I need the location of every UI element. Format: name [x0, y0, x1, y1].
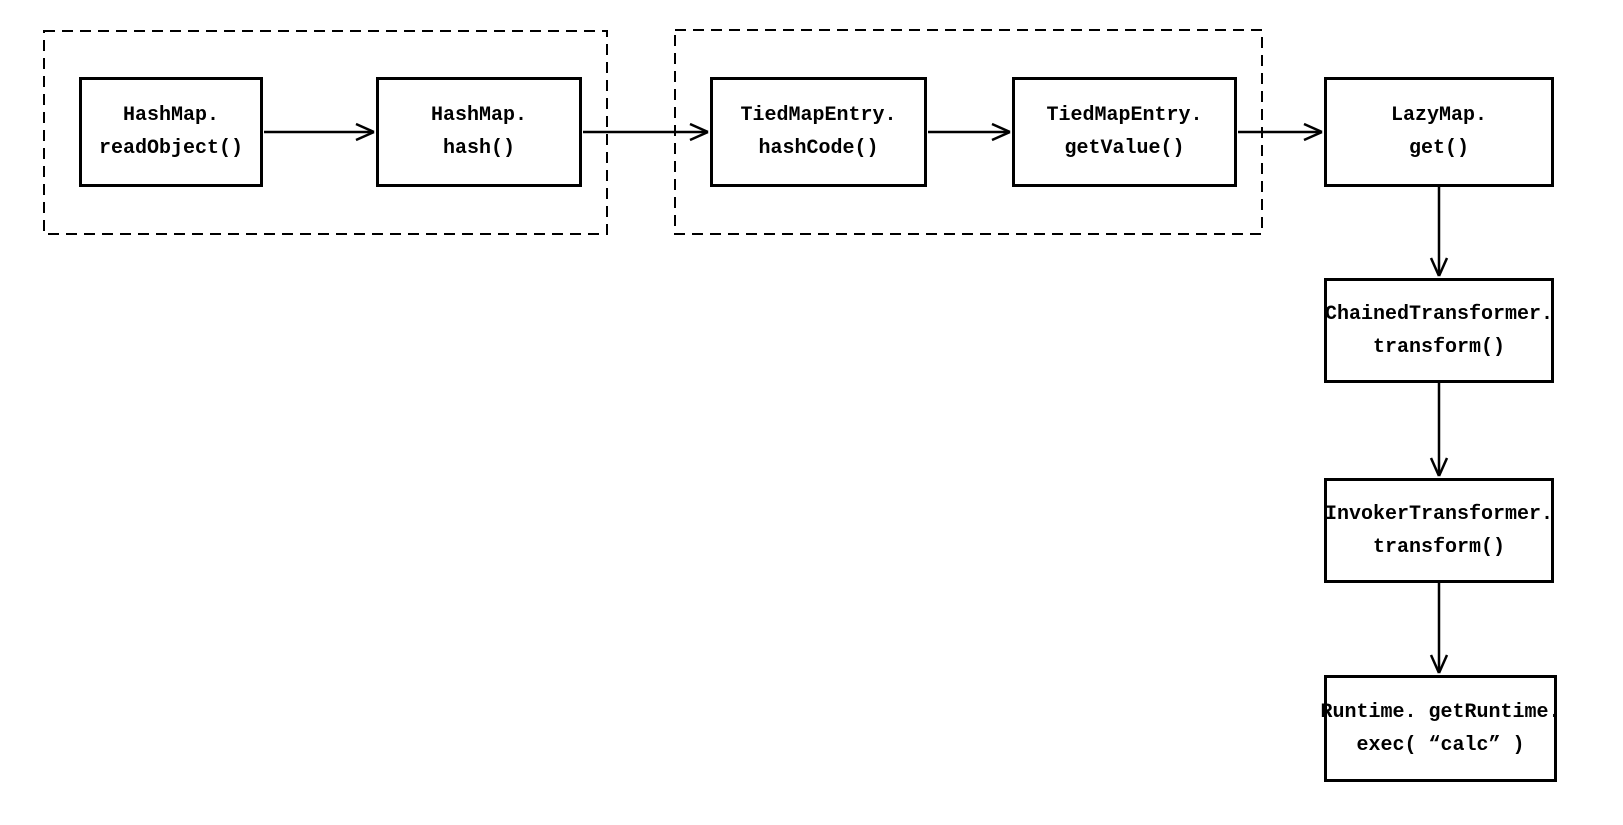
- arrow-getvalue-to-lazymapget: [1238, 122, 1323, 142]
- arrow-hashcode-to-getvalue: [928, 122, 1011, 142]
- arrow-invokertransformer-to-runtimeexec: [1429, 583, 1449, 674]
- node-label-line2: transform(): [1372, 335, 1506, 359]
- node-label-line1: Runtime. getRuntime.: [1320, 700, 1561, 724]
- node-lazymap-get: LazyMap. get(): [1324, 77, 1554, 187]
- node-label-line2: readObject(): [98, 137, 244, 160]
- node-tiedmapentry-getvalue: TiedMapEntry. getValue(): [1012, 77, 1237, 187]
- node-label-line2: exec( “calc” ): [1356, 733, 1525, 757]
- node-label-line1: HashMap.: [430, 104, 527, 127]
- arrow-chainedtransformer-to-invokertransformer: [1429, 383, 1449, 477]
- arrow-hash-to-hashcode: [583, 122, 709, 142]
- node-chainedtransformer-transform: ChainedTransformer. transform(): [1324, 278, 1554, 383]
- group-outline-1: [43, 30, 608, 235]
- node-hashmap-readobject: HashMap. readObject(): [79, 77, 263, 187]
- node-label-line1: LazyMap.: [1390, 104, 1487, 127]
- node-label-line1: TiedMapEntry.: [740, 104, 897, 127]
- node-label-line1: InvokerTransformer.: [1324, 502, 1554, 526]
- node-tiedmapentry-hashcode: TiedMapEntry. hashCode(): [710, 77, 927, 187]
- node-label-line2: hash(): [442, 137, 515, 160]
- node-label-line1: HashMap.: [122, 104, 219, 127]
- node-label-line2: hashCode(): [758, 137, 879, 160]
- arrow-lazymapget-to-chainedtransformer: [1429, 187, 1449, 277]
- node-label-line1: TiedMapEntry.: [1046, 104, 1203, 127]
- node-label-line2: getValue(): [1064, 137, 1185, 160]
- node-runtime-exec: Runtime. getRuntime. exec( “calc” ): [1320, 675, 1561, 782]
- arrow-readobject-to-hash: [264, 122, 375, 142]
- node-label-line1: ChainedTransformer.: [1324, 302, 1554, 326]
- node-label-line2: transform(): [1372, 535, 1506, 559]
- node-invokertransformer-transform: InvokerTransformer. transform(): [1324, 478, 1554, 583]
- node-label-line2: get(): [1408, 137, 1469, 160]
- node-hashmap-hash: HashMap. hash(): [376, 77, 582, 187]
